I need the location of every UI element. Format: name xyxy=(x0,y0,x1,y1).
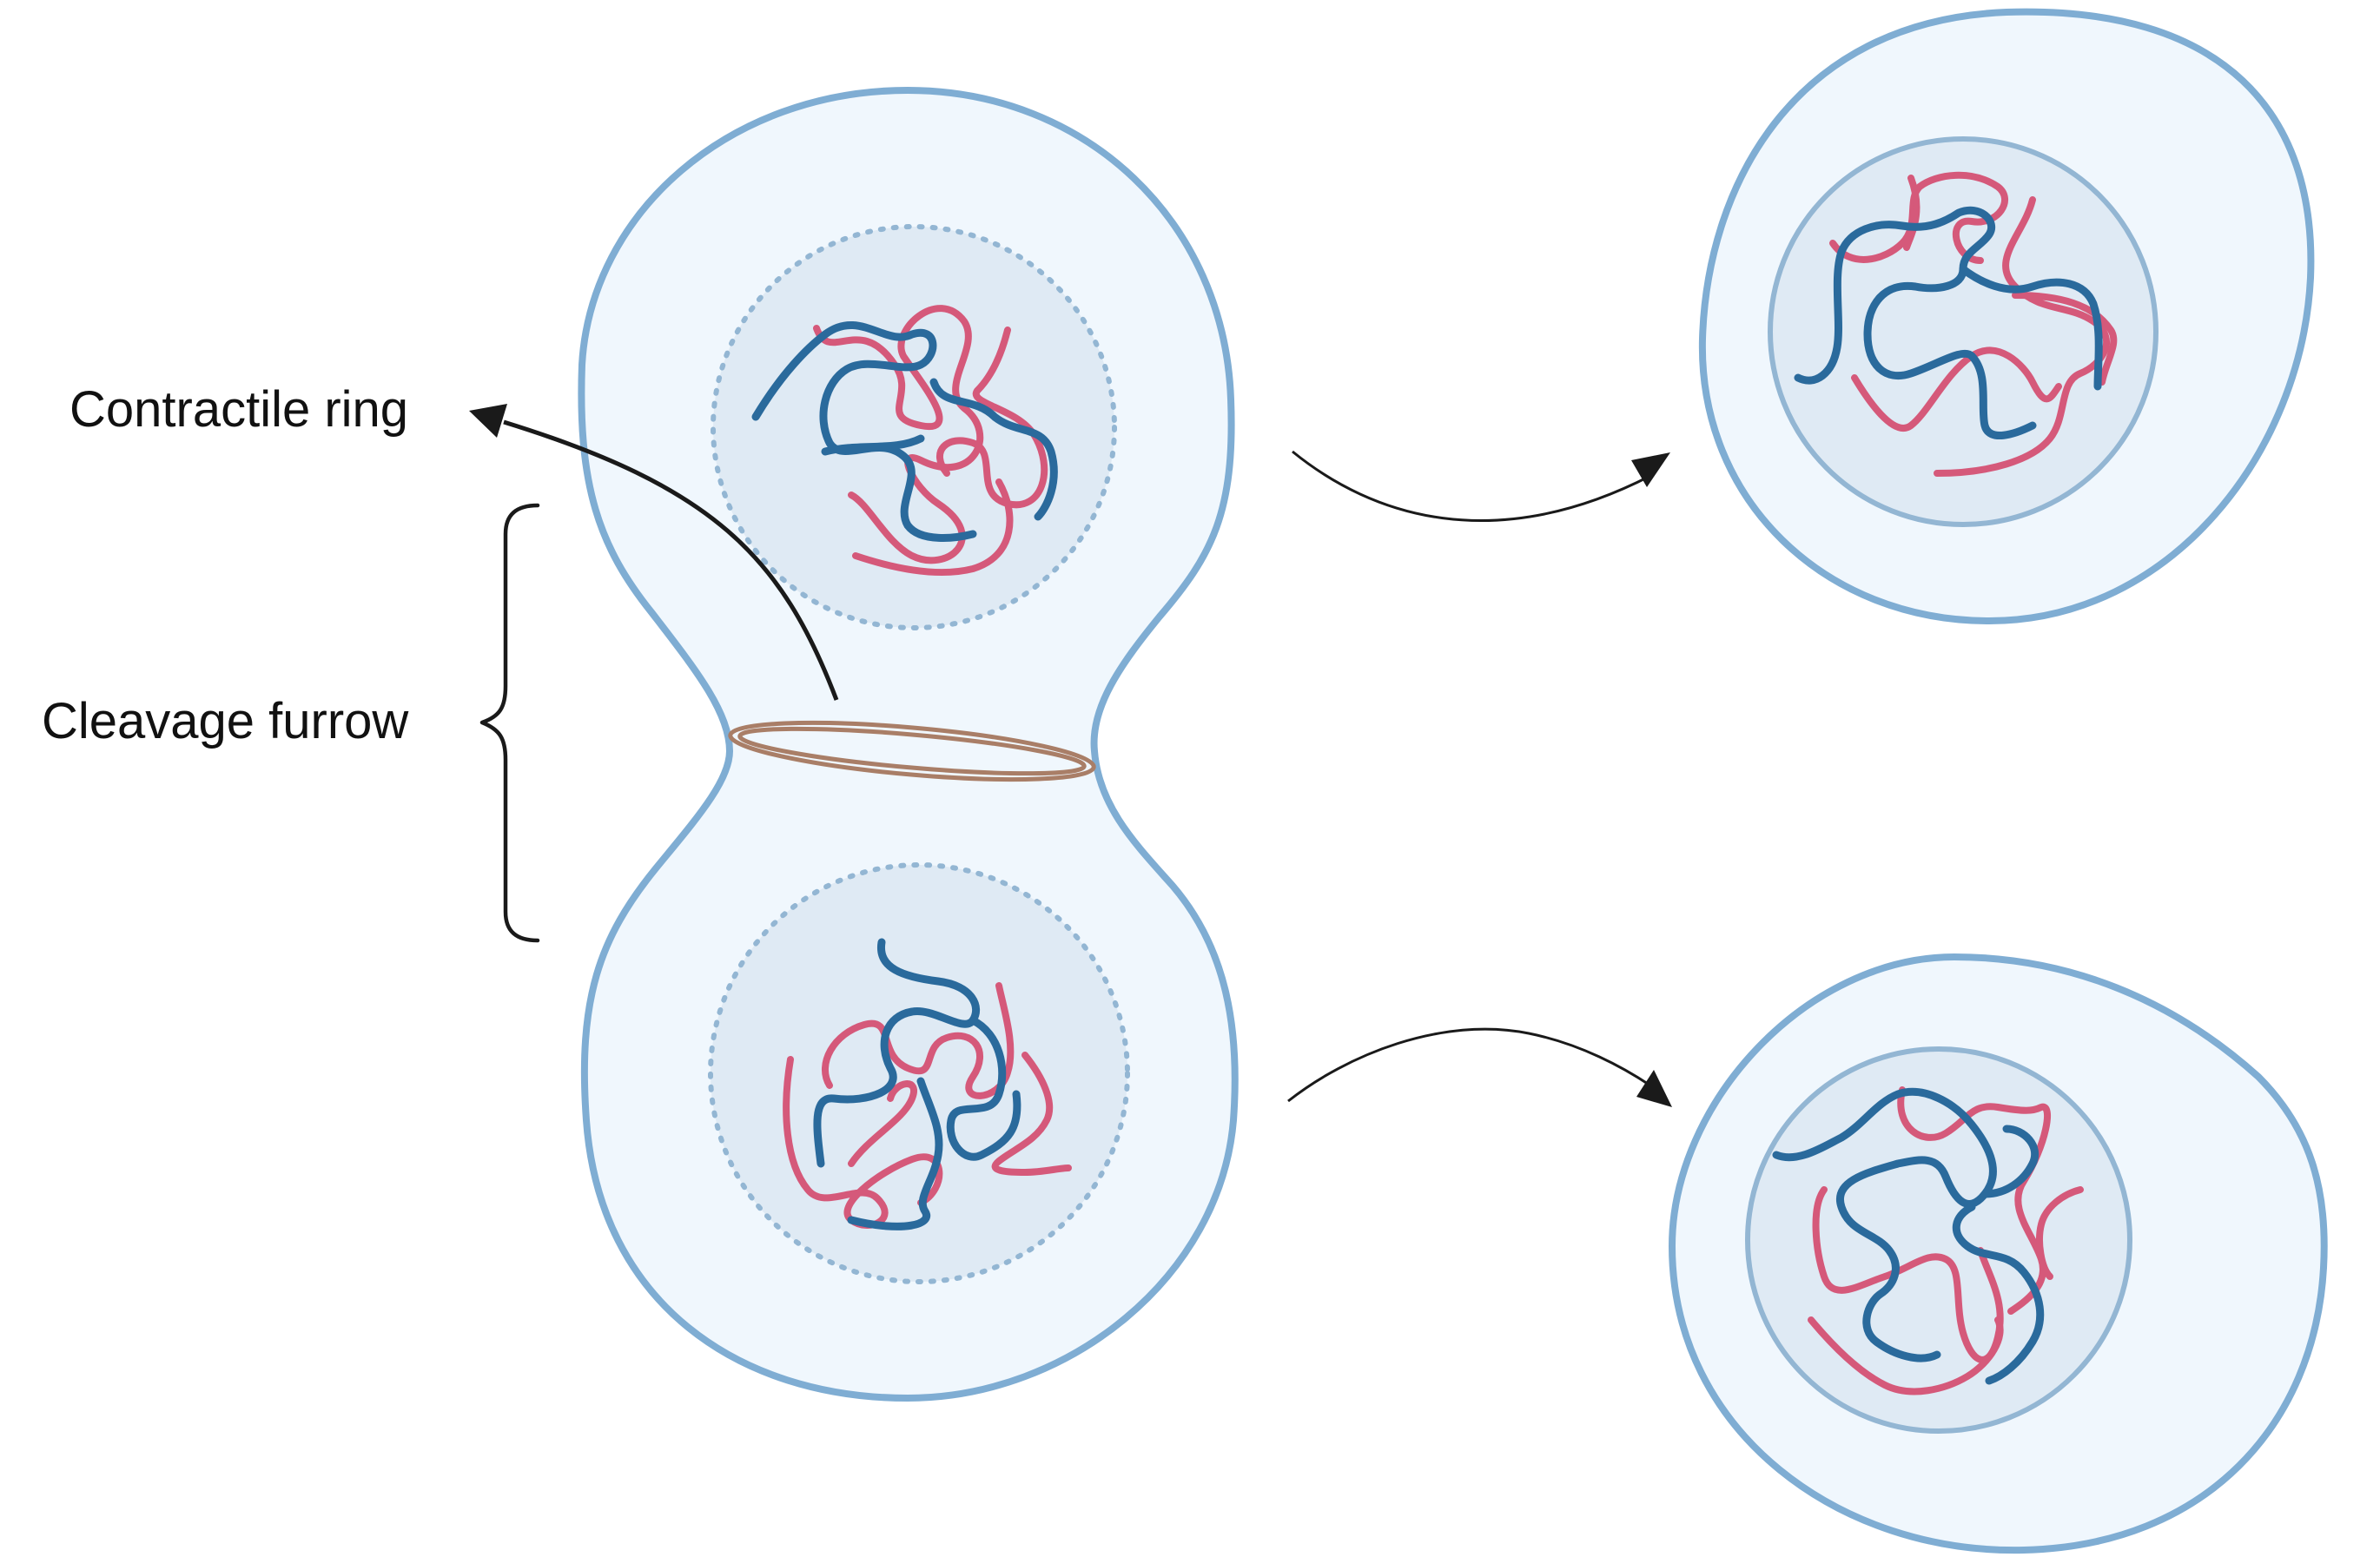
blue-chromosome xyxy=(1980,1125,2040,1198)
red-chromosome xyxy=(822,982,1015,1099)
contractile-ring-label: Contractile ring xyxy=(69,381,408,438)
blue-chromosome xyxy=(1967,352,2037,440)
red-chromosome xyxy=(848,1080,917,1167)
blue-chromosome xyxy=(813,938,981,1168)
transition-arrow-top xyxy=(1292,450,1670,522)
blue-chromosome xyxy=(946,1016,1021,1161)
contractile-ring-pointer xyxy=(469,404,839,701)
red-chromosome xyxy=(1903,175,1921,251)
blue-chromosome xyxy=(751,320,977,542)
blue-chromosome xyxy=(1959,265,2103,391)
blue-chromosome xyxy=(821,434,925,456)
blue-chromosome xyxy=(929,378,1058,521)
red-chromosome xyxy=(2036,1186,2084,1280)
red-chromosome xyxy=(1851,346,2062,432)
cleavage-furrow-label: Cleavage furrow xyxy=(42,693,409,749)
red-chromosome xyxy=(813,305,984,564)
daughter-bottom-nucleus xyxy=(1745,1046,2132,1434)
transition-arrow-bottom xyxy=(1287,1027,1672,1107)
blue-chromosome xyxy=(1952,1203,2045,1385)
dividing-cell xyxy=(578,86,1239,1402)
blue-chromosome xyxy=(847,1077,943,1230)
cleavage-furrow-brace xyxy=(479,503,540,943)
red-chromosome xyxy=(1808,1316,2004,1395)
red-chromosome xyxy=(991,1052,1072,1176)
red-chromosome xyxy=(1934,196,2110,477)
red-chromosome xyxy=(852,478,1014,576)
daughter-cell-top xyxy=(1698,8,2315,625)
upper-nucleus-chromosomes xyxy=(751,305,1058,576)
daughter-cell-bottom xyxy=(1668,953,2328,1554)
daughter-bottom-chromosomes xyxy=(1772,1086,2084,1395)
lower-nucleus-chromosomes xyxy=(783,938,1072,1230)
red-chromosome xyxy=(936,327,1048,509)
blue-chromosome xyxy=(1772,1087,1997,1362)
daughter-top-chromosomes xyxy=(1794,171,2118,477)
red-chromosome xyxy=(2012,292,2118,386)
blue-chromosome xyxy=(1794,206,1995,385)
contractile-ring xyxy=(728,720,1096,782)
red-chromosome xyxy=(1829,171,2008,264)
